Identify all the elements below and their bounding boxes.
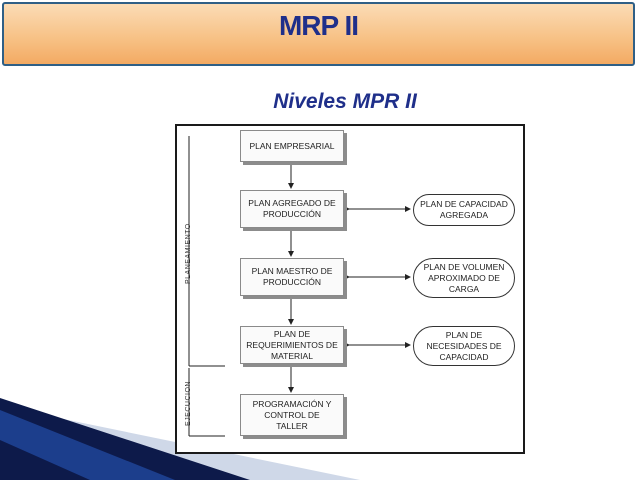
page-title: MRP II (278, 10, 359, 41)
master-production-plan-box: PLAN MAESTRO DE PRODUCCIÓN (240, 258, 344, 296)
shop-floor-control-box: PROGRAMACIÓN Y CONTROL DE TALLER (240, 394, 344, 436)
business-plan-box: PLAN EMPRESARIAL (240, 130, 344, 162)
capacity-requirements-plan-oval: PLAN DE NECESIDADES DE CAPACIDAD (413, 326, 515, 366)
material-requirements-plan-box: PLAN DE REQUERIMIENTOS DE MATERIAL (240, 326, 344, 364)
diagram-connectors (188, 136, 411, 437)
slide-subtitle: Niveles MPR II (273, 90, 417, 113)
planning-label: PLANEAMIENTO (185, 223, 192, 284)
aggregate-production-plan-box: PLAN AGREGADO DE PRODUCCIÓN (240, 190, 344, 228)
title-banner: MRP II (2, 2, 635, 66)
rough-cut-load-plan-oval: PLAN DE VOLUMEN APROXIMADO DE CARGA (413, 258, 515, 298)
mrp-levels-diagram: PLANEAMIENTO EJECUCION PLAN EMPRESARIAL … (175, 124, 525, 454)
aggregate-capacity-plan-oval: PLAN DE CAPACIDAD AGREGADA (413, 194, 515, 226)
execution-label: EJECUCION (185, 381, 192, 426)
